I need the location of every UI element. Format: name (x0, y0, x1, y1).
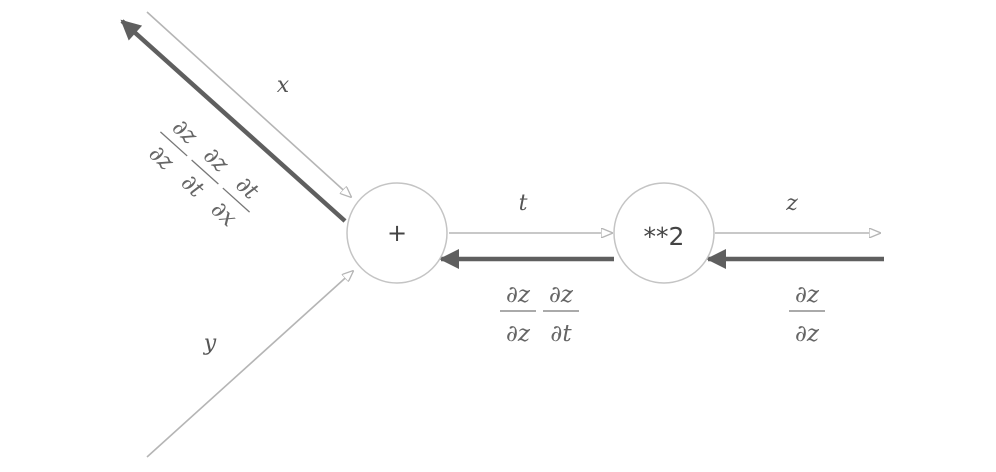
fraction-numerator: ∂z (198, 142, 234, 178)
add-node-label: + (387, 219, 407, 247)
fraction-denominator: ∂t (176, 169, 210, 203)
fraction-denominator: ∂z (506, 321, 531, 347)
add-node-circle (346, 182, 448, 284)
edge-label-t: t (519, 191, 528, 216)
fraction-numerator: ∂z (795, 282, 820, 308)
edge-y-forward (146, 271, 353, 458)
fraction-bar (222, 187, 251, 213)
edge-label-y: y (203, 331, 217, 356)
fraction-numerator: ∂t (230, 171, 264, 205)
fraction-bar (159, 131, 188, 157)
fraction-numerator: ∂z (549, 282, 574, 308)
square-node-circle (613, 182, 715, 284)
edge-x-forward (146, 11, 351, 197)
square-node: **2 (613, 182, 715, 284)
gradient-dz-dz: ∂z ∂z (789, 282, 825, 347)
edge-label-x: x (277, 73, 290, 98)
fraction-denominator: ∂z (795, 321, 820, 347)
edge-label-z: z (785, 191, 798, 216)
square-node-label: **2 (644, 222, 685, 251)
fraction-bar (191, 159, 219, 185)
fraction-denominator: ∂x (206, 196, 242, 232)
fraction-numerator: ∂z (506, 282, 531, 308)
fraction-denominator: ∂z (143, 140, 179, 176)
fraction-numerator: ∂z (167, 114, 203, 150)
edge-x-backward (120, 19, 347, 223)
gradient-dz-dx: ∂z ∂z ∂z ∂t ∂t ∂x (143, 114, 264, 232)
gradient-dz-dt: ∂z ∂z ∂z ∂t (500, 282, 579, 347)
fraction-denominator: ∂t (550, 321, 572, 347)
add-node: + (346, 182, 448, 284)
